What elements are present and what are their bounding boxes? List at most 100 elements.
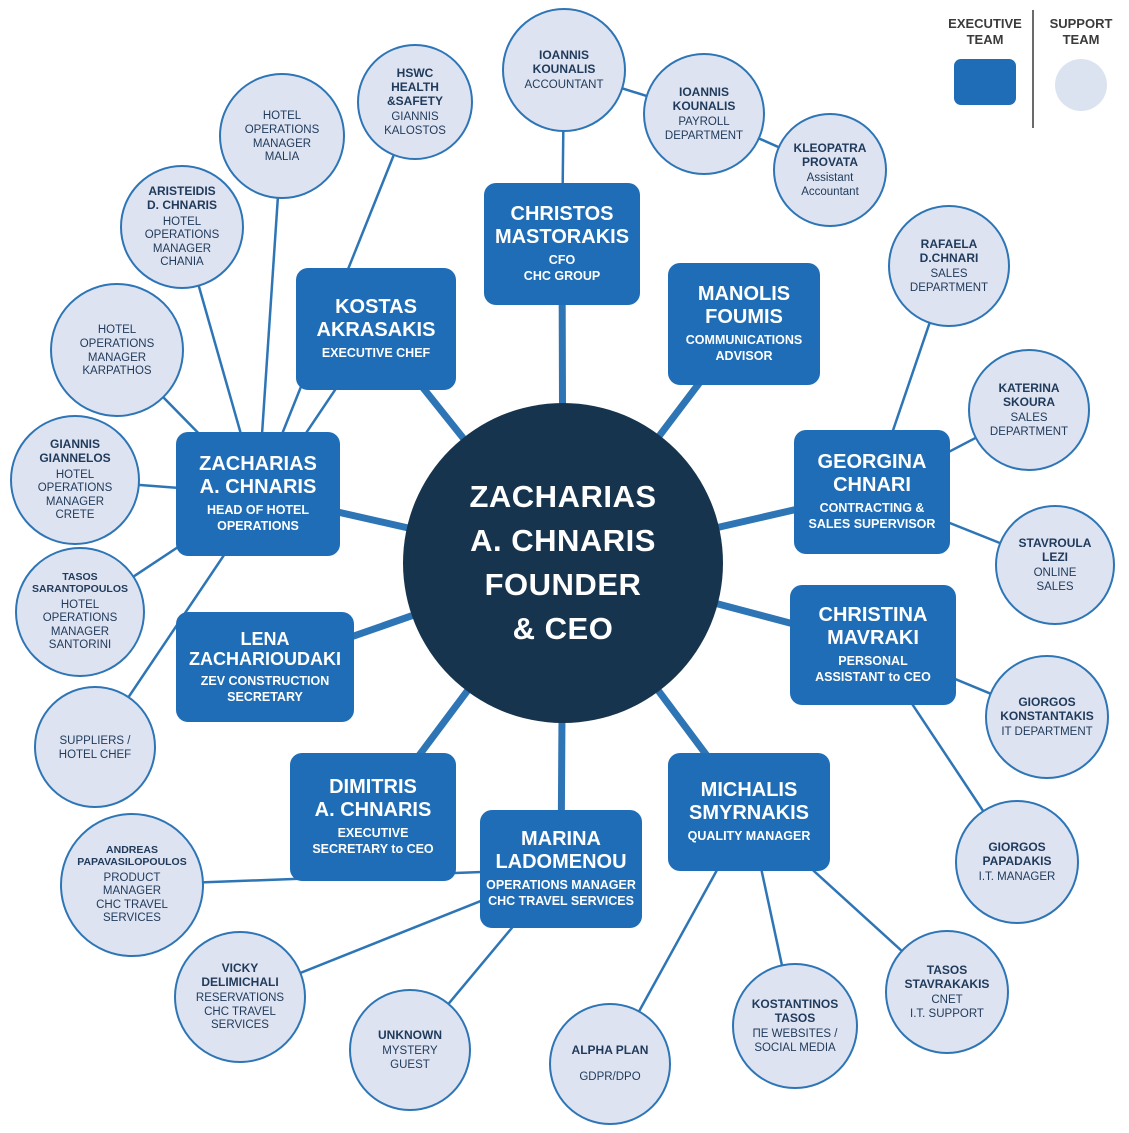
exec-node-marina-ladomenou: MARINA LADOMENOU OPERATIONS MANAGER CHC … (480, 810, 642, 928)
support-name: IOANNIS KOUNALIS (672, 84, 736, 113)
support-node-stavroula-lezi-online-sales: STAVROULA LEZI ONLINE SALES (995, 505, 1115, 625)
exec-name: CHRISTINA MAVRAKI (818, 604, 928, 649)
exec-node-michalis-smyrnakis: MICHALIS SMYRNAKIS QUALITY MANAGER (668, 753, 830, 871)
support-name: KATERINA SKOURA (998, 380, 1060, 409)
support-node-giorgos-konstantakis-it: GIORGOS KONSTANTAKIS IT DEPARTMENT (985, 655, 1109, 779)
support-node-hswc-giannis-kalostos: HSWC HEALTH &SAFETY GIANNIS KALOSTOS (357, 44, 473, 160)
support-node-ioannis-kounalis-payroll: IOANNIS KOUNALIS PAYROLL DEPARTMENT (643, 53, 765, 175)
support-role: PAYROLL DEPARTMENT (664, 116, 744, 142)
legend-support-column: SUPPORT TEAM (1034, 8, 1128, 130)
support-node-unknown-mystery-guest: UNKNOWN MYSTERY GUEST (349, 989, 471, 1111)
exec-role: OPERATIONS MANAGER CHC TRAVEL SERVICES (486, 878, 636, 908)
support-role: GDPR/DPO (579, 1071, 641, 1084)
exec-node-georgina-chnari: GEORGINA CHNARI CONTRACTING & SALES SUPE… (794, 430, 950, 554)
support-role: ACCOUNTANT (524, 78, 604, 91)
support-role: MYSTERY GUEST (382, 1045, 438, 1071)
exec-role: PERSONAL ASSISTANT to CEO (815, 654, 931, 684)
legend-executive-label: EXECUTIVE TEAM (948, 16, 1022, 48)
legend-executive-column: EXECUTIVE TEAM (938, 8, 1032, 130)
support-node-katerina-skoura-sales: KATERINA SKOURA SALES DEPARTMENT (968, 349, 1090, 471)
support-role: SALES DEPARTMENT (989, 412, 1069, 438)
support-name: VICKY DELIMICHALI (201, 961, 279, 990)
support-role: SALES DEPARTMENT (909, 268, 989, 294)
support-role: HOTEL OPERATIONS MANAGER MALIA (244, 110, 320, 164)
support-name: KOSTANTINOS TASOS (751, 996, 839, 1025)
support-name: TASOS SARANTOPOULOS (31, 571, 129, 596)
exec-name: MARINA LADOMENOU (495, 828, 627, 873)
support-name: ANDREAS PAPAVASILOPOULOS (77, 844, 187, 869)
support-node-andreas-papavasilopoulos: ANDREAS PAPAVASILOPOULOS PRODUCT MANAGER… (60, 813, 204, 957)
support-role: ΠΕ WEBSITES / SOCIAL MEDIA (752, 1028, 838, 1054)
support-role: I.T. MANAGER (978, 870, 1056, 883)
legend-divider (1032, 10, 1034, 128)
exec-node-zacharias-chnaris-operations: ZACHARIAS A. CHNARIS HEAD OF HOTEL OPERA… (176, 432, 340, 556)
support-node-kostantinos-tasos-websites: KOSTANTINOS TASOS ΠΕ WEBSITES / SOCIAL M… (732, 963, 858, 1089)
support-name: STAVROULA LEZI (1018, 535, 1092, 564)
exec-name: KOSTAS AKRASAKIS (316, 296, 436, 341)
exec-name: GEORGINA CHNARI (817, 451, 927, 496)
exec-role: CFO CHC GROUP (523, 253, 601, 283)
support-role: ONLINE SALES (1033, 567, 1077, 593)
support-role: IT DEPARTMENT (1001, 725, 1093, 738)
support-role: CNET I.T. SUPPORT (910, 994, 984, 1020)
support-role: HOTEL OPERATIONS MANAGER CRETE (37, 468, 113, 522)
support-node-hotel-ops-manager-karpathos: HOTEL OPERATIONS MANAGER KARPATHOS (50, 283, 184, 417)
executive-team-swatch (954, 58, 1016, 105)
support-name: IOANNIS KOUNALIS (532, 47, 596, 76)
support-name: ARISTEIDIS D. CHNARIS (146, 184, 217, 213)
exec-role: QUALITY MANAGER (687, 829, 811, 844)
exec-node-christina-mavraki: CHRISTINA MAVRAKI PERSONAL ASSISTANT to … (790, 585, 956, 705)
exec-name: CHRISTOS MASTORAKIS (494, 203, 630, 248)
support-node-giorgos-papadakis-it-manager: GIORGOS PAPADAKIS I.T. MANAGER (955, 800, 1079, 924)
support-role: HOTEL OPERATIONS MANAGER KARPATHOS (79, 324, 155, 378)
exec-role: EXECUTIVE SECRETARY to CEO (312, 826, 434, 856)
support-role: PRODUCT MANAGER CHC TRAVEL SERVICES (96, 871, 168, 925)
exec-name: LENA ZACHARIOUDAKI (189, 628, 341, 669)
support-role: SUPPLIERS / HOTEL CHEF (58, 734, 132, 761)
support-name: KLEOPATRA PROVATA (793, 140, 867, 169)
support-role: RESERVATIONS CHC TRAVEL SERVICES (195, 992, 285, 1032)
support-node-aristeidis-chnaris-chania: ARISTEIDIS D. CHNARIS HOTEL OPERATIONS M… (120, 165, 244, 289)
support-role: Assistant Accountant (801, 172, 859, 198)
support-name: GIORGOS KONSTANTAKIS (1000, 694, 1094, 723)
support-name: GIORGOS PAPADAKIS (982, 839, 1052, 868)
support-role: HOTEL OPERATIONS MANAGER SANTORINI (42, 598, 118, 652)
support-name: TASOS STAVRAKAKIS (904, 962, 990, 991)
exec-node-kostas-akrasakis: KOSTAS AKRASAKIS EXECUTIVE CHEF (296, 268, 456, 390)
support-node-rafaela-chnari-sales: RAFAELA D.CHNARI SALES DEPARTMENT (888, 205, 1010, 327)
exec-role: COMMUNICATIONS ADVISOR (685, 333, 803, 363)
ceo-label: ZACHARIAS A. CHNARIS FOUNDER & CEO (469, 478, 657, 647)
exec-role: ZEV CONSTRUCTION SECRETARY (200, 674, 330, 704)
exec-name: MICHALIS SMYRNAKIS (688, 779, 809, 824)
exec-role: EXECUTIVE CHEF (321, 346, 431, 361)
exec-name: MANOLIS FOUMIS (697, 283, 791, 328)
support-node-tasos-sarantopoulos-santorini: TASOS SARANTOPOULOS HOTEL OPERATIONS MAN… (15, 547, 145, 677)
support-node-suppliers-hotel-chef: SUPPLIERS / HOTEL CHEF (34, 686, 156, 808)
support-name: RAFAELA D.CHNARI (919, 236, 979, 265)
support-node-vicky-delimichali-reservations: VICKY DELIMICHALI RESERVATIONS CHC TRAVE… (174, 931, 306, 1063)
exec-role: HEAD OF HOTEL OPERATIONS (206, 503, 310, 533)
support-team-swatch (1055, 58, 1107, 111)
exec-node-dimitris-chnaris: DIMITRIS A. CHNARIS EXECUTIVE SECRETARY … (290, 753, 456, 881)
support-node-hotel-ops-manager-malia: HOTEL OPERATIONS MANAGER MALIA (219, 73, 345, 199)
ceo-center-node: ZACHARIAS A. CHNARIS FOUNDER & CEO (403, 403, 723, 723)
exec-name: ZACHARIAS A. CHNARIS (199, 453, 317, 498)
support-role: HOTEL OPERATIONS MANAGER CHANIA (144, 215, 220, 269)
exec-role: CONTRACTING & SALES SUPERVISOR (808, 501, 936, 531)
support-name: GIANNIS GIANNELOS (39, 437, 111, 466)
support-node-alpha-plan-gdpr-dpo: ALPHA PLAN GDPR/DPO (549, 1003, 671, 1125)
legend-support-label: SUPPORT TEAM (1049, 16, 1113, 48)
exec-node-lena-zacharioudaki: LENA ZACHARIOUDAKI ZEV CONSTRUCTION SECR… (176, 612, 354, 722)
support-node-kleopatra-provata: KLEOPATRA PROVATA Assistant Accountant (773, 113, 887, 227)
support-name: HSWC HEALTH &SAFETY (386, 65, 443, 109)
support-name: ALPHA PLAN (571, 1043, 649, 1058)
exec-name: DIMITRIS A. CHNARIS (314, 776, 432, 821)
support-node-tasos-stavrakakis-it-support: TASOS STAVRAKAKIS CNET I.T. SUPPORT (885, 930, 1009, 1054)
support-name: UNKNOWN (378, 1027, 442, 1042)
support-role: GIANNIS KALOSTOS (384, 111, 446, 137)
support-node-ioannis-kounalis-accountant: IOANNIS KOUNALIS ACCOUNTANT (502, 8, 626, 132)
exec-node-manolis-foumis: MANOLIS FOUMIS COMMUNICATIONS ADVISOR (668, 263, 820, 385)
support-node-giannis-giannelos-crete: GIANNIS GIANNELOS HOTEL OPERATIONS MANAG… (10, 415, 140, 545)
exec-node-christos-mastorakis: CHRISTOS MASTORAKIS CFO CHC GROUP (484, 183, 640, 305)
